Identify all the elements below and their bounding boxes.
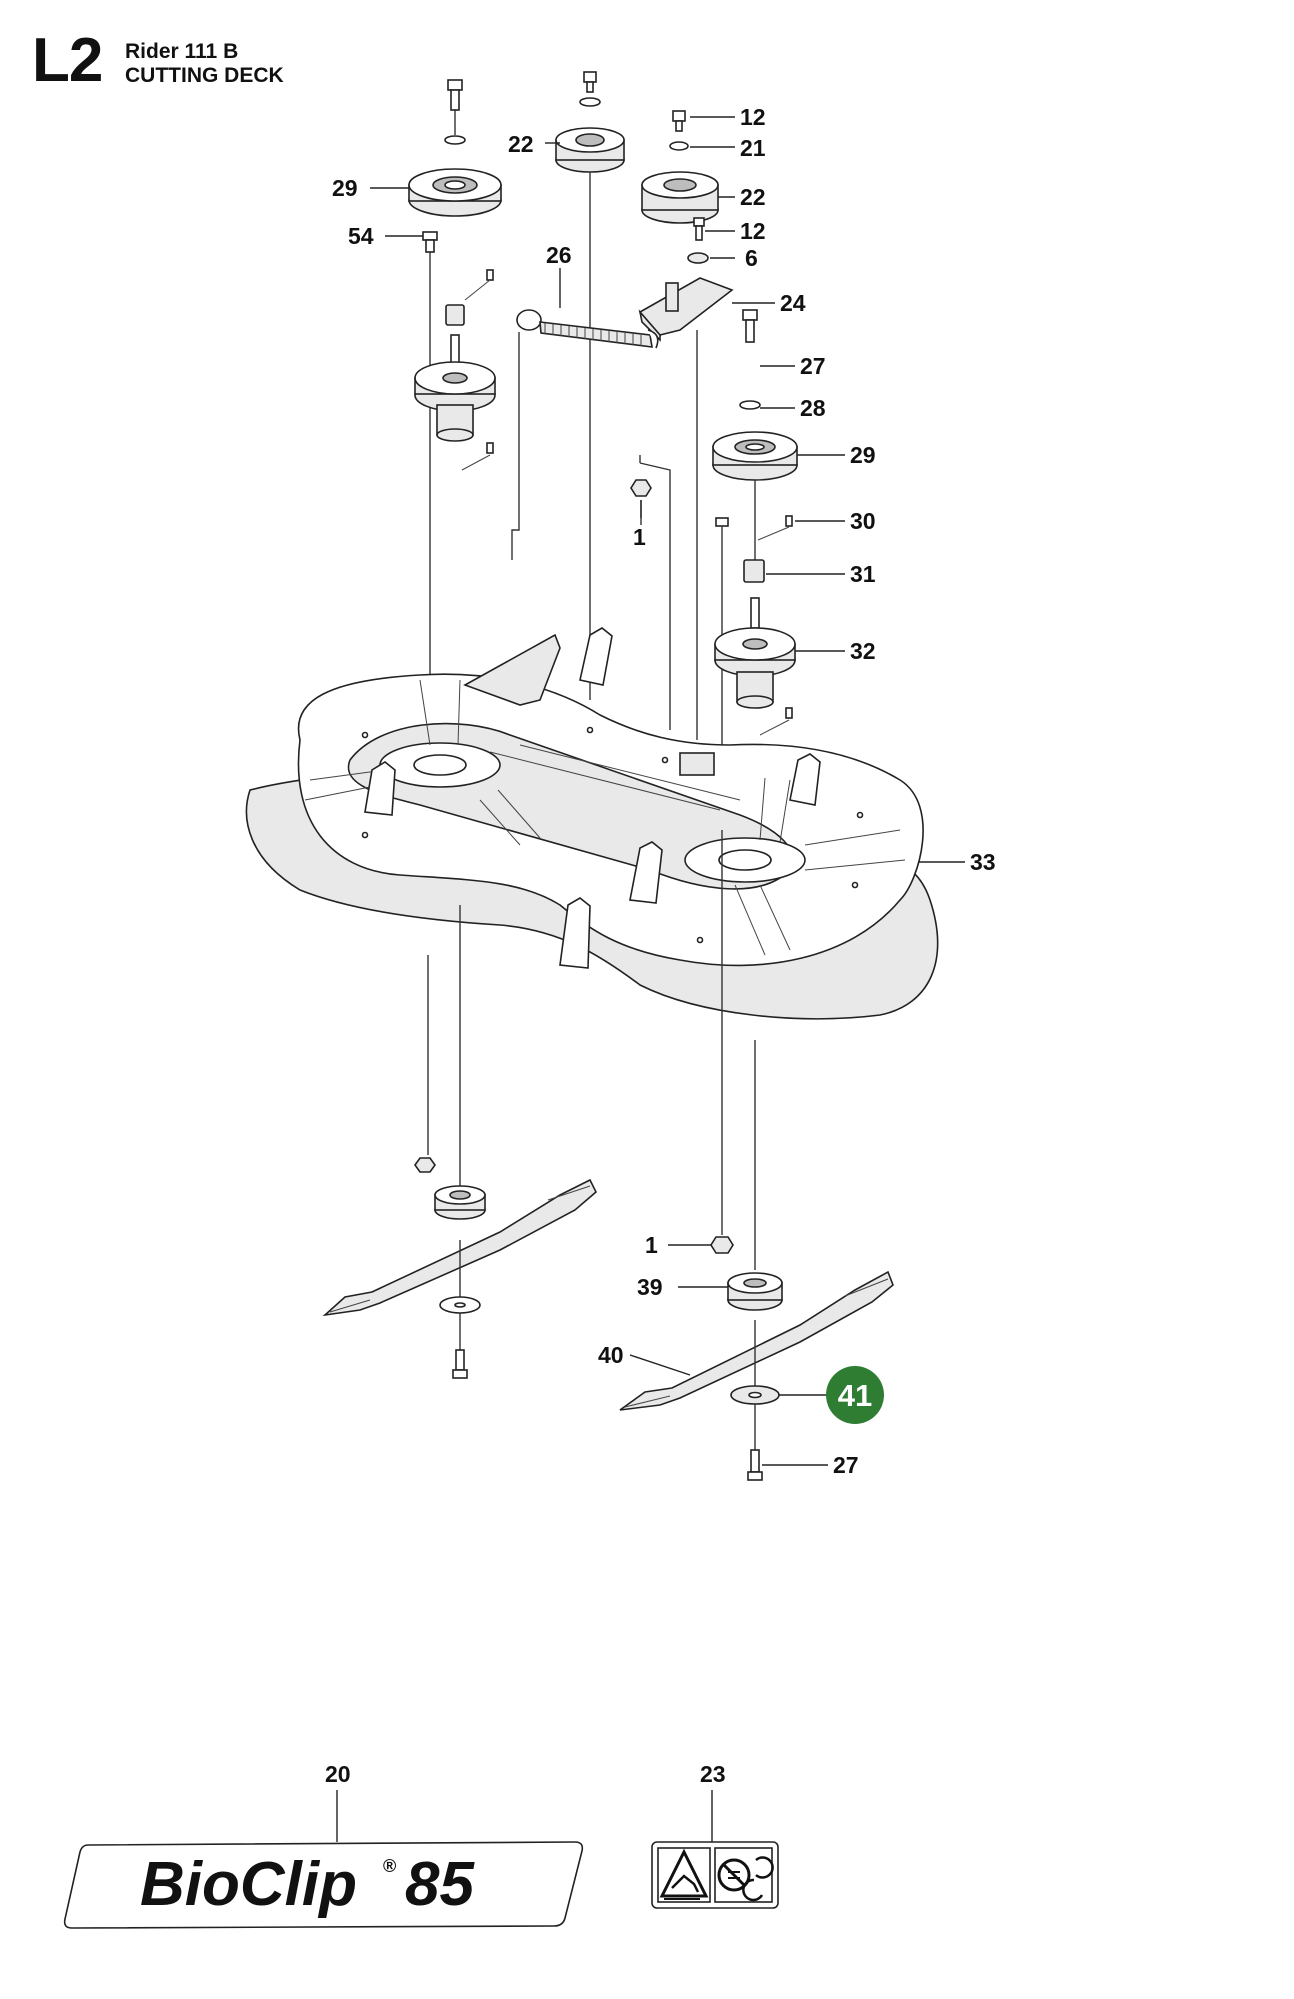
callout-28: 28 [800, 395, 826, 421]
callout-29: 29 [332, 175, 358, 201]
callout-27: 27 [833, 1452, 859, 1478]
callout-1: 1 [645, 1232, 658, 1258]
callout-32: 32 [850, 638, 876, 664]
spindle-housing-left [414, 334, 496, 442]
callouts: 12 22 21 29 22 54 12 26 6 24 27 28 29 1 … [325, 104, 996, 1787]
nut-1-upper [630, 479, 652, 497]
bearing-left [434, 1185, 486, 1220]
bearing-39 [727, 1272, 783, 1311]
left-spindle-stack [408, 79, 502, 820]
callout-40: 40 [598, 1342, 624, 1368]
bolt-part [447, 79, 463, 111]
callout-41: 41 [838, 1378, 872, 1413]
right-blade-assembly [619, 830, 894, 1481]
pulley-22-right [641, 171, 719, 224]
callout-12: 12 [740, 104, 766, 130]
washer-part [444, 135, 466, 145]
bioclip-registered-mark: ® [383, 1856, 396, 1876]
bioclip-number: 85 [405, 1850, 475, 1919]
cutting-deck-33 [245, 627, 939, 1020]
callout-31: 31 [850, 561, 876, 587]
pulley-29-left [408, 168, 502, 217]
callout-23: 23 [700, 1761, 726, 1787]
section-title: CUTTING DECK [125, 64, 284, 87]
warning-decal-23 [651, 1841, 779, 1909]
model-name: Rider 111 B [125, 40, 239, 63]
callout-27: 27 [800, 353, 826, 379]
right-idler-stack [638, 110, 734, 740]
bioclip-decal-20: BioClip ® 85 [63, 1841, 584, 1929]
callout-26: 26 [546, 242, 572, 268]
hand-cut-warning-icon [659, 1848, 709, 1900]
leader-lines [336, 116, 965, 1842]
callout-6: 6 [745, 245, 758, 271]
left-blade-assembly [322, 905, 597, 1379]
callout-12: 12 [740, 218, 766, 244]
callout-39: 39 [637, 1274, 663, 1300]
spindle-housing-right [714, 597, 796, 709]
idler-bracket-24 [638, 277, 734, 342]
blade-40 [619, 1270, 894, 1411]
highlight-badge-41: 41 [826, 1366, 884, 1424]
callout-20: 20 [325, 1761, 351, 1787]
highlight-circle [826, 1366, 884, 1424]
washer-41 [730, 1385, 780, 1405]
callout-54: 54 [348, 223, 374, 249]
pulley-29-right [712, 431, 798, 481]
callout-22: 22 [740, 184, 766, 210]
callout-33: 33 [970, 849, 996, 875]
callout-1: 1 [633, 524, 646, 550]
bioclip-brand: BioClip [140, 1850, 357, 1919]
callout-30: 30 [850, 508, 876, 534]
tension-spring-26 [511, 309, 671, 730]
center-pulley-stack [555, 71, 625, 700]
callout-21: 21 [740, 135, 766, 161]
page-code: L2 [32, 26, 103, 95]
pulley-22-center [555, 127, 625, 173]
callout-22: 22 [508, 131, 534, 157]
no-hands-rotating-blade-icon [717, 1856, 774, 1902]
callout-24: 24 [780, 290, 806, 316]
callout-29: 29 [850, 442, 876, 468]
